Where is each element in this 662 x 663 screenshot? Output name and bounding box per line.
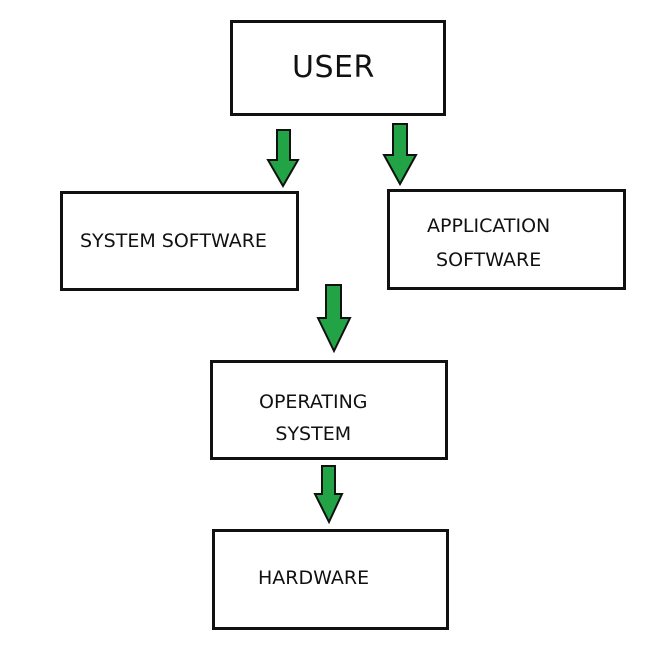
application-software-box	[387, 189, 626, 290]
hardware-label: HARDWARE	[258, 567, 370, 589]
user-to-application-software-arrow	[382, 123, 418, 187]
operating-system-label-line-1: OPERATING	[259, 391, 368, 413]
application-software-label-line-1: APPLICATION	[427, 215, 551, 237]
operating-system-to-hardware-arrow	[313, 465, 344, 525]
hardware-box	[212, 529, 449, 630]
user-box	[230, 20, 446, 116]
user-to-system-software-arrow	[266, 129, 300, 189]
operating-system-box	[210, 360, 448, 460]
application-software-label-line-2: SOFTWARE	[436, 249, 542, 271]
user-label: USER	[292, 50, 375, 85]
operating-system-label: OPERATING SYSTEM	[259, 386, 368, 450]
application-software-label: APPLICATION SOFTWARE	[427, 209, 550, 277]
system-software-label: SYSTEM SOFTWARE	[80, 230, 267, 252]
system-software-box	[60, 191, 299, 291]
operating-system-label-line-2: SYSTEM	[275, 423, 352, 445]
system-software-to-operating-system-arrow	[316, 284, 352, 354]
